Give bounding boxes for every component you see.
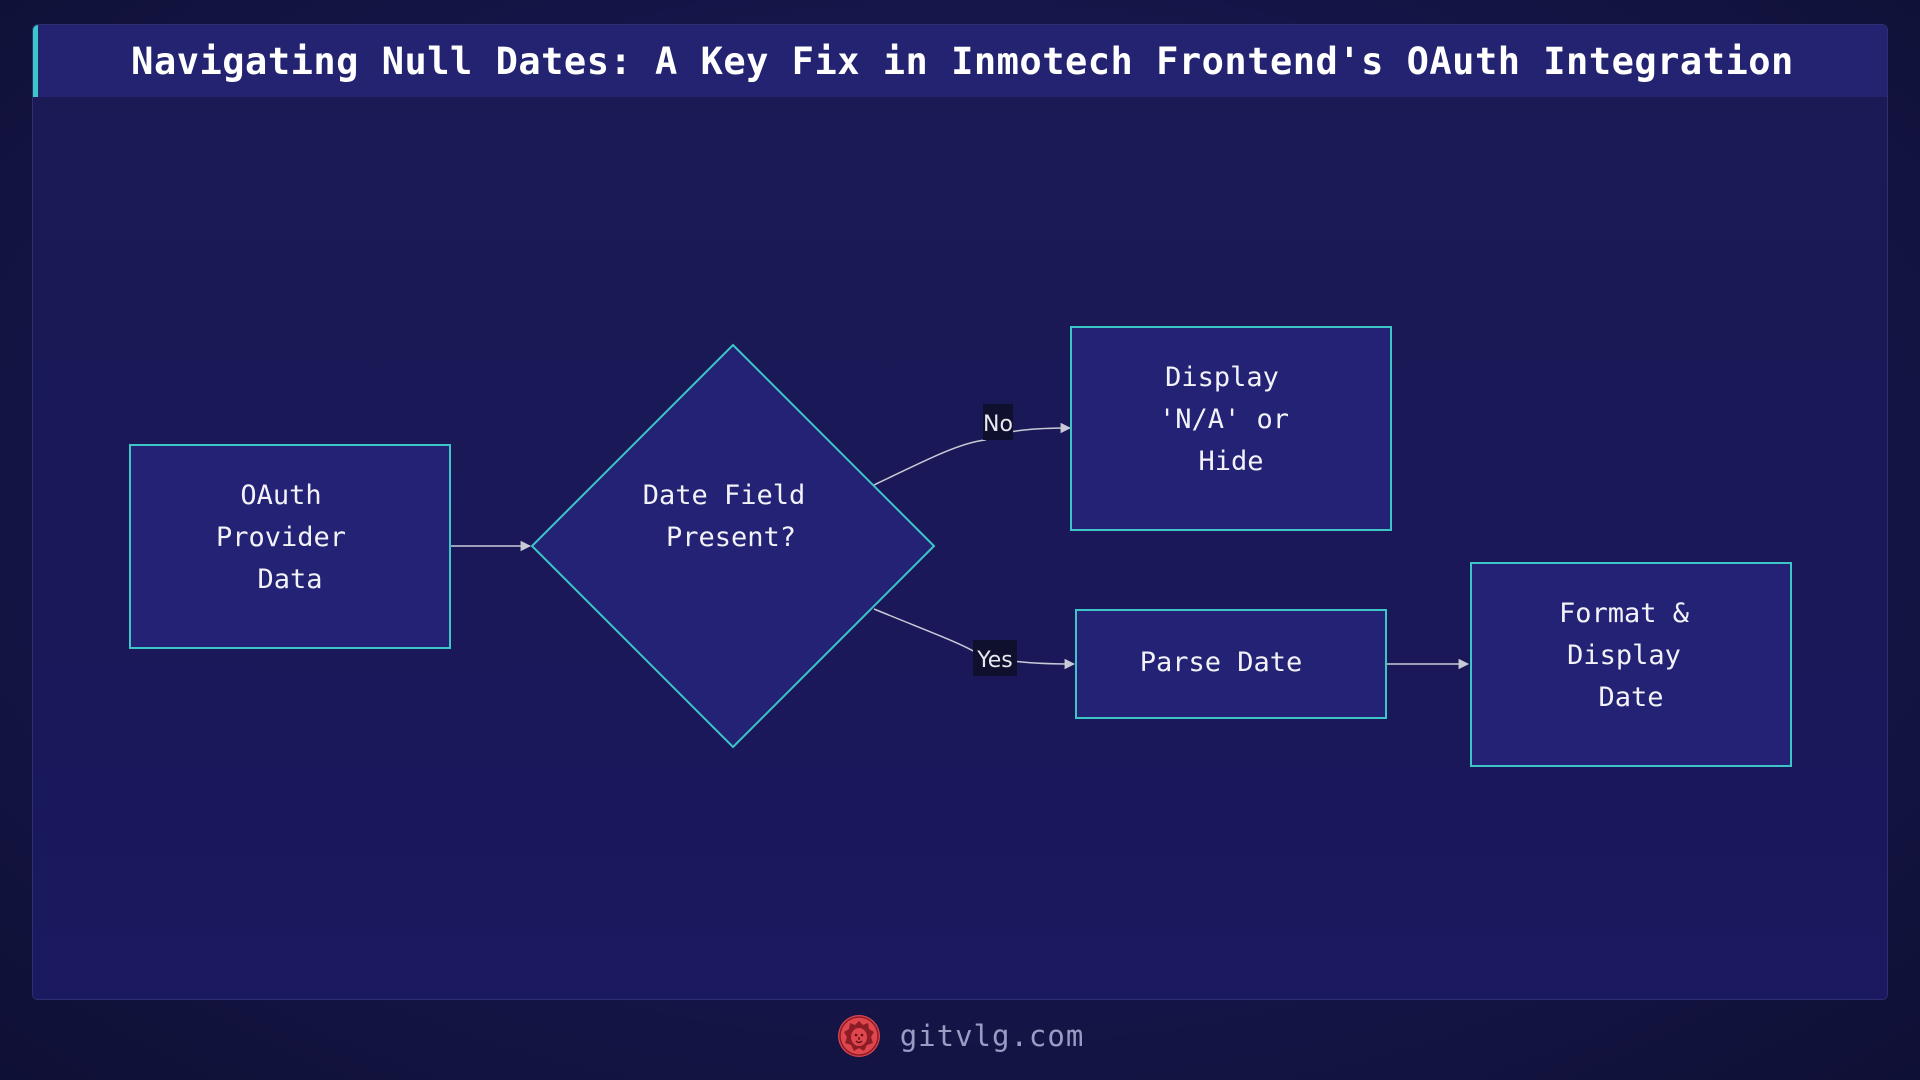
node-display-na-line-1: Display bbox=[1165, 362, 1279, 393]
node-parse-date-line-1: Parse Date bbox=[1140, 647, 1303, 678]
node-parse-date: Parse Date bbox=[1075, 609, 1387, 719]
node-oauth-line-1: OAuth bbox=[240, 480, 321, 511]
title-bar: Navigating Null Dates: A Key Fix in Inmo… bbox=[33, 25, 1887, 97]
node-oauth-box bbox=[129, 444, 451, 649]
node-display-na-line-2: 'N/A' or bbox=[1159, 404, 1289, 435]
node-decision-line-2: Present? bbox=[666, 522, 796, 553]
footer: gitvlg.com bbox=[0, 1010, 1920, 1062]
edge-label-no: No bbox=[983, 404, 1013, 440]
node-display-na-or-hide: Display 'N/A' or Hide bbox=[1070, 326, 1392, 531]
footer-site-text[interactable]: gitvlg.com bbox=[899, 1019, 1085, 1053]
edge-label-yes-bg bbox=[973, 640, 1017, 676]
node-oauth-provider-data: OAuth Provider Data bbox=[129, 444, 451, 649]
edge-decision-to-display-na bbox=[873, 422, 1072, 486]
node-format-display-date: Format & Display Date bbox=[1470, 562, 1792, 767]
node-decision-diamond bbox=[530, 343, 936, 749]
node-format-line-3: Date bbox=[1598, 682, 1663, 713]
node-display-na-line-3: Hide bbox=[1198, 446, 1263, 477]
node-date-field-decision: Date Field Present? bbox=[530, 343, 936, 749]
node-format-line-2: Display bbox=[1567, 640, 1681, 671]
node-format-line-1: Format & bbox=[1559, 598, 1690, 629]
edge-label-yes: Yes bbox=[973, 640, 1017, 676]
node-parse-date-box bbox=[1075, 609, 1387, 719]
node-oauth-line-3: Data bbox=[257, 564, 322, 595]
node-format-box bbox=[1470, 562, 1792, 767]
edge-label-no-text: No bbox=[983, 412, 1013, 437]
lion-logo-icon bbox=[837, 1015, 880, 1057]
edge-label-no-bg bbox=[983, 404, 1013, 440]
node-oauth-line-2: Provider bbox=[216, 522, 346, 553]
node-display-na-box bbox=[1070, 326, 1392, 531]
edge-label-yes-text: Yes bbox=[976, 648, 1013, 673]
diagram-title: Navigating Null Dates: A Key Fix in Inmo… bbox=[131, 39, 1794, 83]
node-decision-line-1: Date Field bbox=[643, 480, 806, 511]
